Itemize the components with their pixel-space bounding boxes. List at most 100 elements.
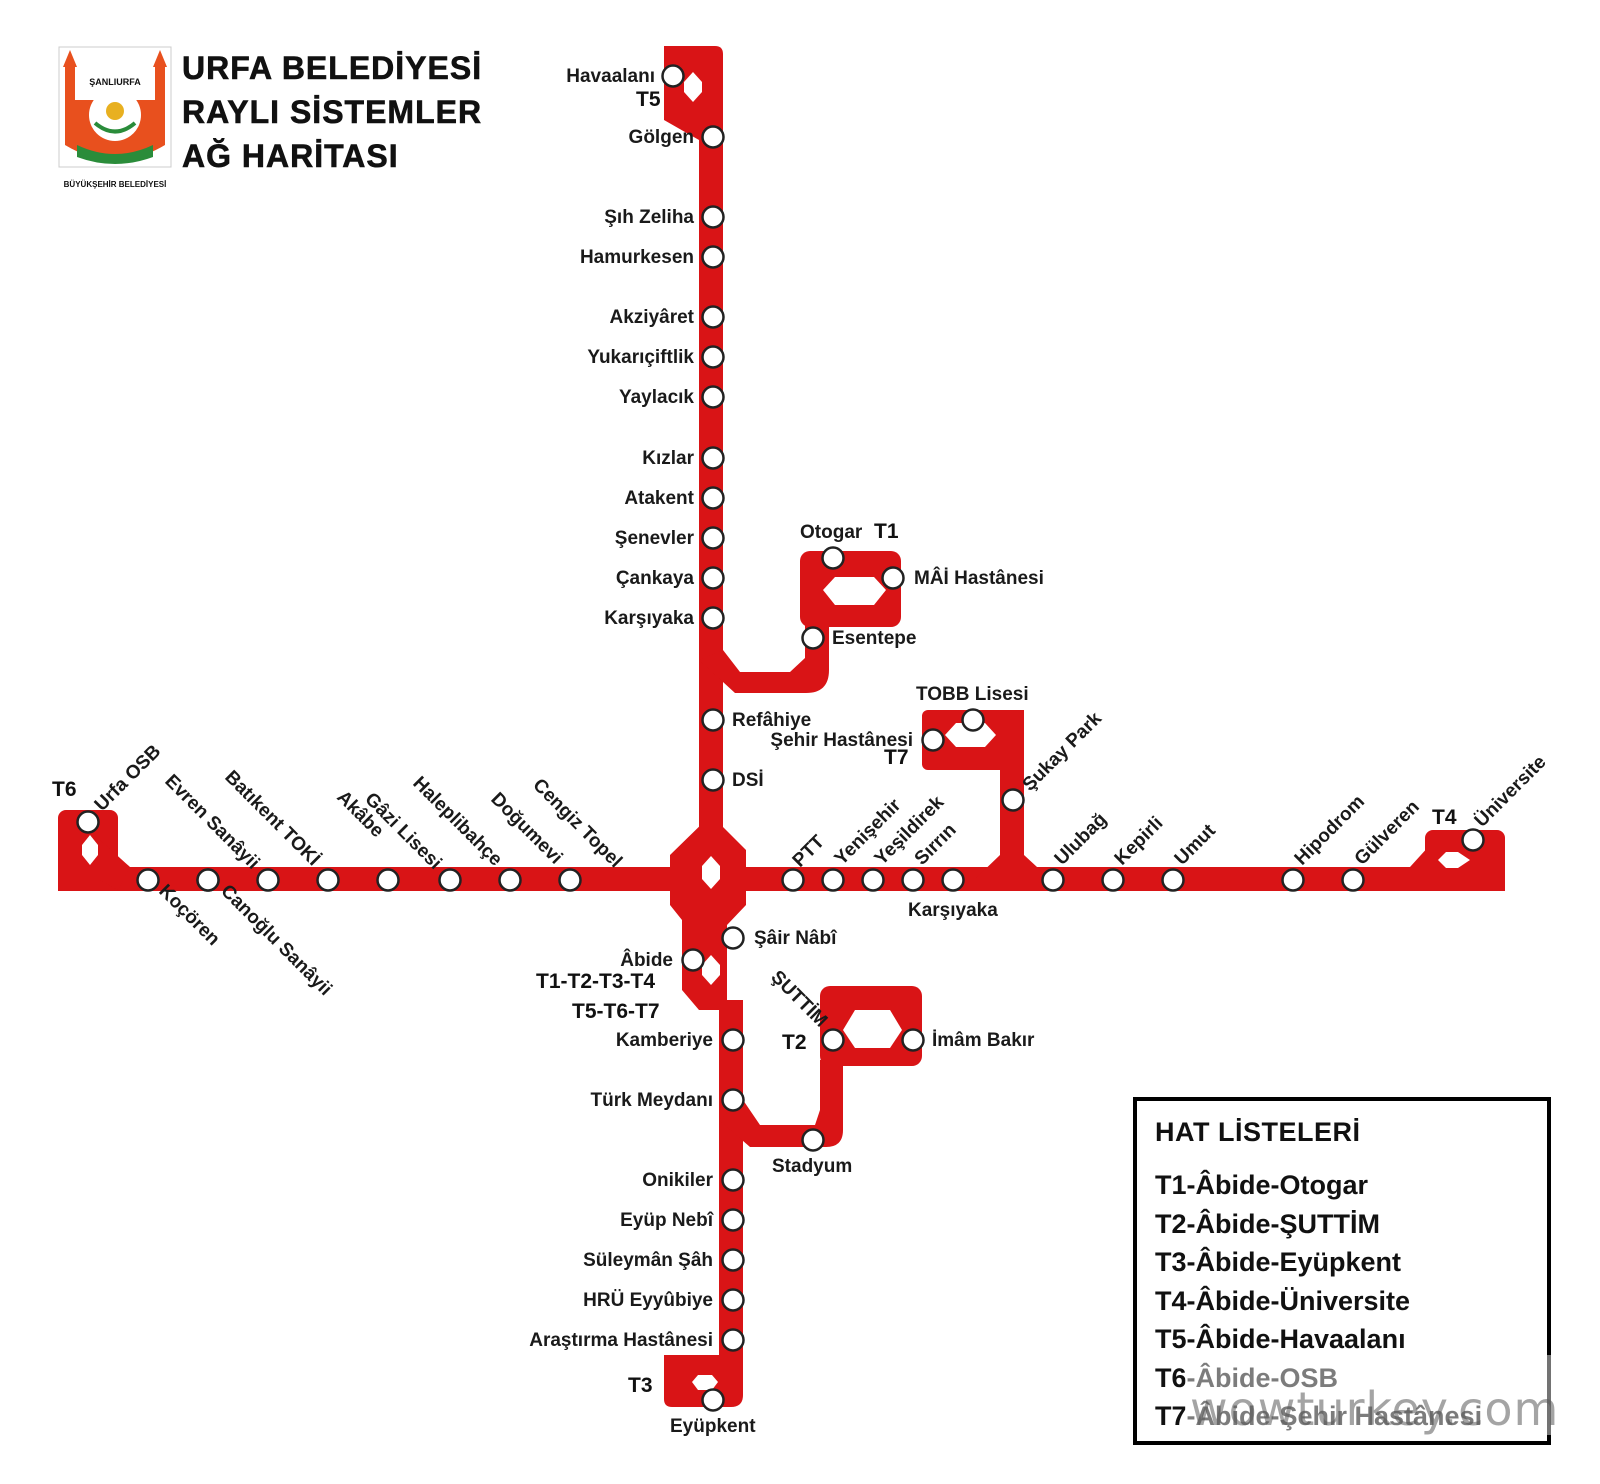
line-label-t5: T5 xyxy=(636,88,661,111)
station-label-havaalani: Havaalanı xyxy=(566,66,655,87)
logo-bottom-text: BÜYÜKŞEHİR BELEDİYESİ xyxy=(64,180,167,189)
station-label-akziyaret: Akziyâret xyxy=(610,307,695,328)
legend-item-t1: T1-Âbide-Otogar xyxy=(1155,1170,1368,1200)
station-marker-hru-eyyubiye xyxy=(721,1288,745,1312)
station-label-senevler: Şenevler xyxy=(615,528,695,549)
station-marker-karsiyaka-n xyxy=(701,606,725,630)
station-label-atakent: Atakent xyxy=(624,488,694,509)
station-label-hamurkesen: Hamurkesen xyxy=(580,247,694,268)
station-marker-cankaya xyxy=(701,566,725,590)
station-label-umut: Umut xyxy=(1171,820,1221,870)
map-title-line-1: URFA BELEDİYESİ xyxy=(182,50,483,87)
station-label-yukariciftlik: Yukarıçiftlik xyxy=(587,347,694,368)
station-label-karsiyaka-n: Karşıyaka xyxy=(604,608,694,629)
station-marker-kizlar xyxy=(701,446,725,470)
station-marker-arastirma-hastanesi xyxy=(721,1328,745,1352)
station-marker-gazi-lisesi xyxy=(376,868,400,892)
station-marker-suleyman-sah xyxy=(721,1248,745,1272)
station-label-otogar: Otogar xyxy=(800,522,863,543)
station-label-urfa-osb: Urfa OSB xyxy=(91,741,166,816)
line-legend: HAT LİSTELERİ T1-Âbide-Otogar T2-Âbide-Ş… xyxy=(1133,1097,1551,1445)
station-label-eyup-nebi: Eyüp Nebî xyxy=(620,1210,715,1231)
station-label-arastirma-hastanesi: Araştırma Hastânesi xyxy=(529,1330,713,1351)
station-marker-kocoren xyxy=(136,868,160,892)
station-marker-atakent xyxy=(701,486,725,510)
station-label-turk-meydani: Türk Meydanı xyxy=(591,1090,713,1111)
station-marker-umut xyxy=(1161,868,1185,892)
station-label-canoglu-sanayii: Canoğlu Sanâyii xyxy=(216,881,335,1000)
station-label-sih-zeliha: Şıh Zeliha xyxy=(604,207,694,228)
line-label-t7: T7 xyxy=(884,746,909,769)
legend-item-t3: T3-Âbide-Eyüpkent xyxy=(1155,1247,1402,1277)
station-marker-otogar xyxy=(821,546,845,570)
station-label-sukay-park: Şukay Park xyxy=(1019,708,1107,796)
line-label-t4: T4 xyxy=(1432,806,1457,829)
station-marker-yenisehir xyxy=(821,868,845,892)
station-label-kocoren: Koçören xyxy=(154,881,223,950)
station-label-hru-eyyubiye: HRÜ Eyyûbiye xyxy=(583,1290,713,1311)
station-label-cankaya: Çankaya xyxy=(616,568,695,589)
station-marker-yesildirek xyxy=(861,868,885,892)
station-marker-abide xyxy=(681,948,705,972)
station-label-mai-hastanesi: MÂİ Hastânesi xyxy=(914,567,1044,589)
station-label-sair-nabi: Şâir Nâbî xyxy=(754,928,838,949)
station-label-esentepe: Esentepe xyxy=(832,628,916,649)
watermark: wowturkey.com xyxy=(1190,1382,1560,1436)
station-marker-onikiler xyxy=(721,1168,745,1192)
station-label-imam-bakir: İmâm Bakır xyxy=(932,1030,1035,1051)
station-label-kizlar: Kızlar xyxy=(642,448,694,469)
station-marker-imam-bakir xyxy=(901,1028,925,1052)
legend-item-t6: T6-Âbide-OSB xyxy=(1155,1362,1339,1393)
station-marker-golgen xyxy=(701,125,725,149)
line-label-t3: T3 xyxy=(628,1374,653,1397)
map-title-line-3: AĞ HARİTASI xyxy=(182,138,399,175)
legend-item-t4: T4-Âbide-Üniversite xyxy=(1155,1285,1411,1316)
station-label-kamberiye: Kamberiye xyxy=(616,1030,713,1051)
map-title-line-2: RAYLI SİSTEMLER xyxy=(182,94,483,131)
municipality-logo: ŞANLIURFA BÜYÜKŞEHİR BELEDİYESİ xyxy=(58,46,172,189)
line-label-t1: T1 xyxy=(874,520,899,543)
station-label-refahiye: Refâhiye xyxy=(732,710,811,731)
legend-item-t7: T7-Âbide-Şehir Hastânesi xyxy=(1155,1401,1483,1431)
station-marker-suttim xyxy=(821,1028,845,1052)
station-marker-sehir-hastanesi xyxy=(921,728,945,752)
station-marker-turk-meydani xyxy=(721,1088,745,1112)
station-label-ptt: PTT xyxy=(789,831,830,872)
station-marker-urfa-osb xyxy=(76,810,100,834)
station-label-sehir-hastanesi: Şehir Hastânesi xyxy=(770,730,913,751)
station-marker-haleplibahce xyxy=(438,868,462,892)
legend-title: HAT LİSTELERİ xyxy=(1155,1117,1361,1147)
station-marker-ulubag xyxy=(1041,868,1065,892)
station-marker-mai-hastanesi xyxy=(881,566,905,590)
station-label-dsi: DSİ xyxy=(732,770,764,791)
station-marker-sair-nabi xyxy=(721,926,745,950)
station-marker-ptt xyxy=(781,868,805,892)
station-label-stadyum: Stadyum xyxy=(772,1156,852,1177)
station-label-ulubag: Ulubağ xyxy=(1051,809,1111,869)
station-markers xyxy=(76,64,1485,1412)
station-marker-canoglu-sanayii xyxy=(196,868,220,892)
station-marker-dsi xyxy=(701,768,725,792)
station-marker-karsiyaka-e xyxy=(941,868,965,892)
station-marker-dogumevi xyxy=(498,868,522,892)
station-label-onikiler: Onikiler xyxy=(642,1170,713,1191)
station-marker-eyup-nebi xyxy=(721,1208,745,1232)
line-label-t6: T6 xyxy=(52,778,77,801)
station-marker-yukariciftlik xyxy=(701,345,725,369)
station-marker-stadyum xyxy=(801,1128,825,1152)
station-label-golgen: Gölgen xyxy=(629,127,694,148)
station-label-suleyman-sah: Süleymân Şâh xyxy=(583,1250,713,1271)
logo-top-text: ŞANLIURFA xyxy=(89,77,141,87)
station-marker-akabe xyxy=(316,868,340,892)
line-label-hub-b: T5-T6-T7 xyxy=(572,1000,660,1023)
station-marker-kamberiye xyxy=(721,1028,745,1052)
station-marker-akziyaret xyxy=(701,305,725,329)
station-marker-sirrin xyxy=(901,868,925,892)
station-marker-hipodrom xyxy=(1281,868,1305,892)
station-marker-refahiye xyxy=(701,708,725,732)
station-label-kepirli: Kepirli xyxy=(1111,813,1168,870)
station-marker-gulveren xyxy=(1341,868,1365,892)
station-marker-batikent-toki xyxy=(256,868,280,892)
station-marker-tobb-lisesi xyxy=(961,708,985,732)
